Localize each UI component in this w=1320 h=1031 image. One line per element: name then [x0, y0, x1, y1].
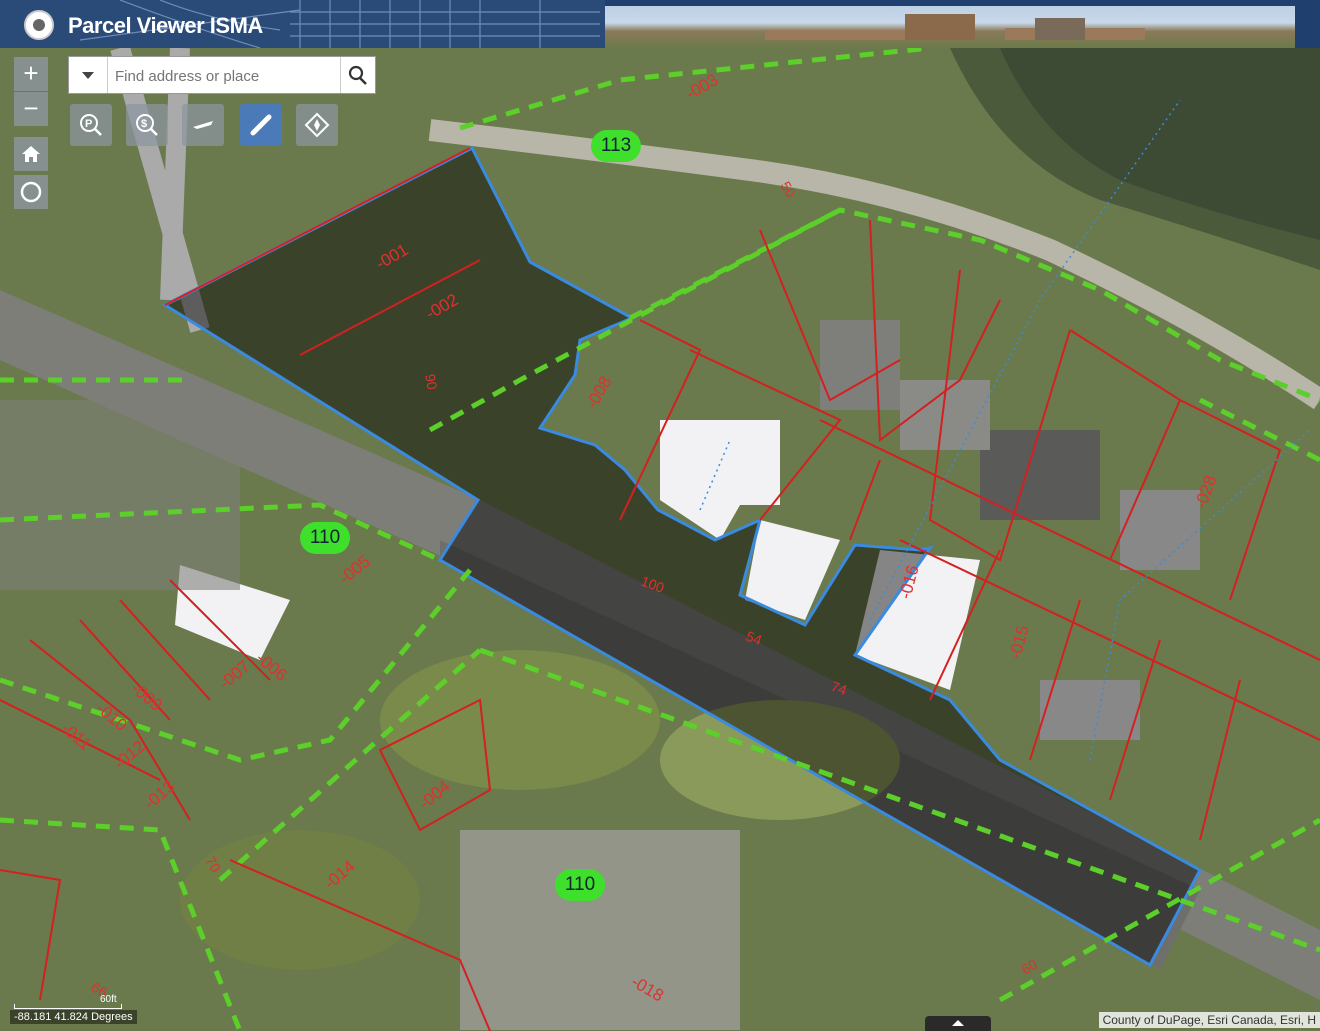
- map-attribution: County of DuPage, Esri Canada, Esri, H: [1098, 1012, 1320, 1028]
- scale-label: 60ft: [100, 994, 117, 1005]
- street-number: 74: [829, 678, 849, 698]
- street-number: 70: [202, 854, 224, 876]
- aerial-toggle-button[interactable]: [182, 104, 224, 146]
- search-input[interactable]: [113, 63, 343, 89]
- sales-search-icon: $: [136, 114, 158, 136]
- ruler-icon: [250, 114, 272, 136]
- locate-icon: [20, 181, 42, 203]
- home-button[interactable]: [14, 137, 48, 171]
- street-number: 66: [89, 979, 111, 1001]
- measure-button[interactable]: [240, 104, 282, 146]
- svg-text:P: P: [85, 118, 92, 130]
- zoom-out-button[interactable]: −: [14, 92, 48, 126]
- aerial-map[interactable]: -003 -001 -002 -008 -009 -010 -011 -012 …: [0, 48, 1320, 1031]
- street-number: 100: [639, 573, 667, 596]
- plane-icon: [193, 121, 213, 129]
- street-number: 90: [422, 373, 440, 391]
- sales-info-button[interactable]: $: [126, 104, 168, 146]
- home-icon: [22, 146, 40, 162]
- zoom-in-button[interactable]: +: [14, 57, 48, 91]
- expand-panel-button[interactable]: [925, 1016, 991, 1031]
- search-source-dropdown[interactable]: [69, 57, 108, 93]
- app-title: Parcel Viewer ISMA: [68, 13, 263, 38]
- parcel-search-icon: P: [80, 114, 102, 136]
- street-number: 50: [777, 179, 799, 201]
- app-header: Parcel Viewer ISMA: [0, 0, 1320, 48]
- header-building-photo: [605, 6, 1295, 48]
- header-map-graphic: [0, 0, 605, 48]
- search-icon: [348, 65, 367, 85]
- compass-icon: [304, 112, 330, 138]
- svg-text:$: $: [141, 118, 147, 130]
- street-number: 60: [1019, 956, 1041, 978]
- scale-bar: [14, 1004, 122, 1009]
- search-button[interactable]: [340, 57, 375, 93]
- map-view[interactable]: -003 -001 -002 -008 -009 -010 -011 -012 …: [0, 48, 1320, 1031]
- app-logo[interactable]: [24, 10, 54, 40]
- search-widget: [68, 56, 376, 94]
- neighborhood-badge[interactable]: 110: [555, 869, 605, 901]
- coordinate-readout: -88.181 41.824 Degrees: [10, 1010, 137, 1024]
- parcel-info-button[interactable]: P: [70, 104, 112, 146]
- neighborhood-badge[interactable]: 110: [300, 522, 350, 554]
- navigate-button[interactable]: [296, 104, 338, 146]
- locate-button[interactable]: [14, 175, 48, 209]
- neighborhood-badge[interactable]: 113: [591, 130, 641, 162]
- street-number: 54: [744, 628, 764, 648]
